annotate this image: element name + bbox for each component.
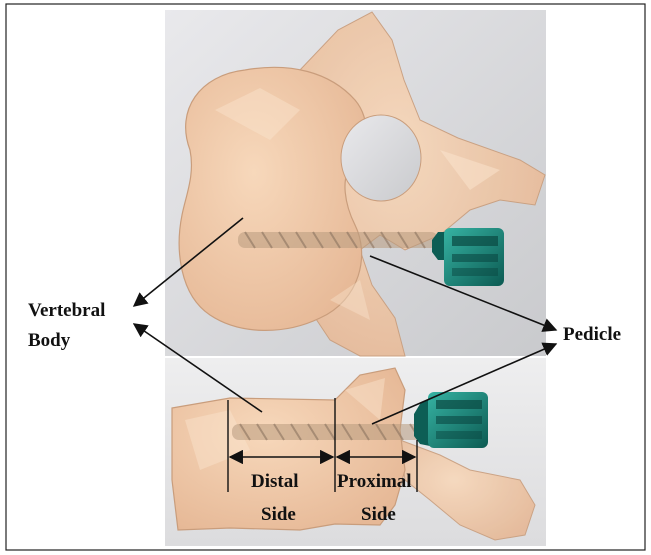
label-distal-side: Side xyxy=(261,504,296,525)
label-body: Body xyxy=(28,330,71,351)
label-distal: Distal xyxy=(251,471,299,492)
screw-shaft-bottom xyxy=(232,424,422,440)
bottom-panel-sagittal-view xyxy=(165,358,546,546)
label-vertebral: Vertebral xyxy=(28,300,105,321)
label-proximal-side: Side xyxy=(361,504,396,525)
spinal-canal xyxy=(341,115,421,201)
label-pedicle: Pedicle xyxy=(563,324,621,345)
screw-shaft-top xyxy=(238,232,438,248)
label-proximal: Proximal xyxy=(337,471,412,492)
